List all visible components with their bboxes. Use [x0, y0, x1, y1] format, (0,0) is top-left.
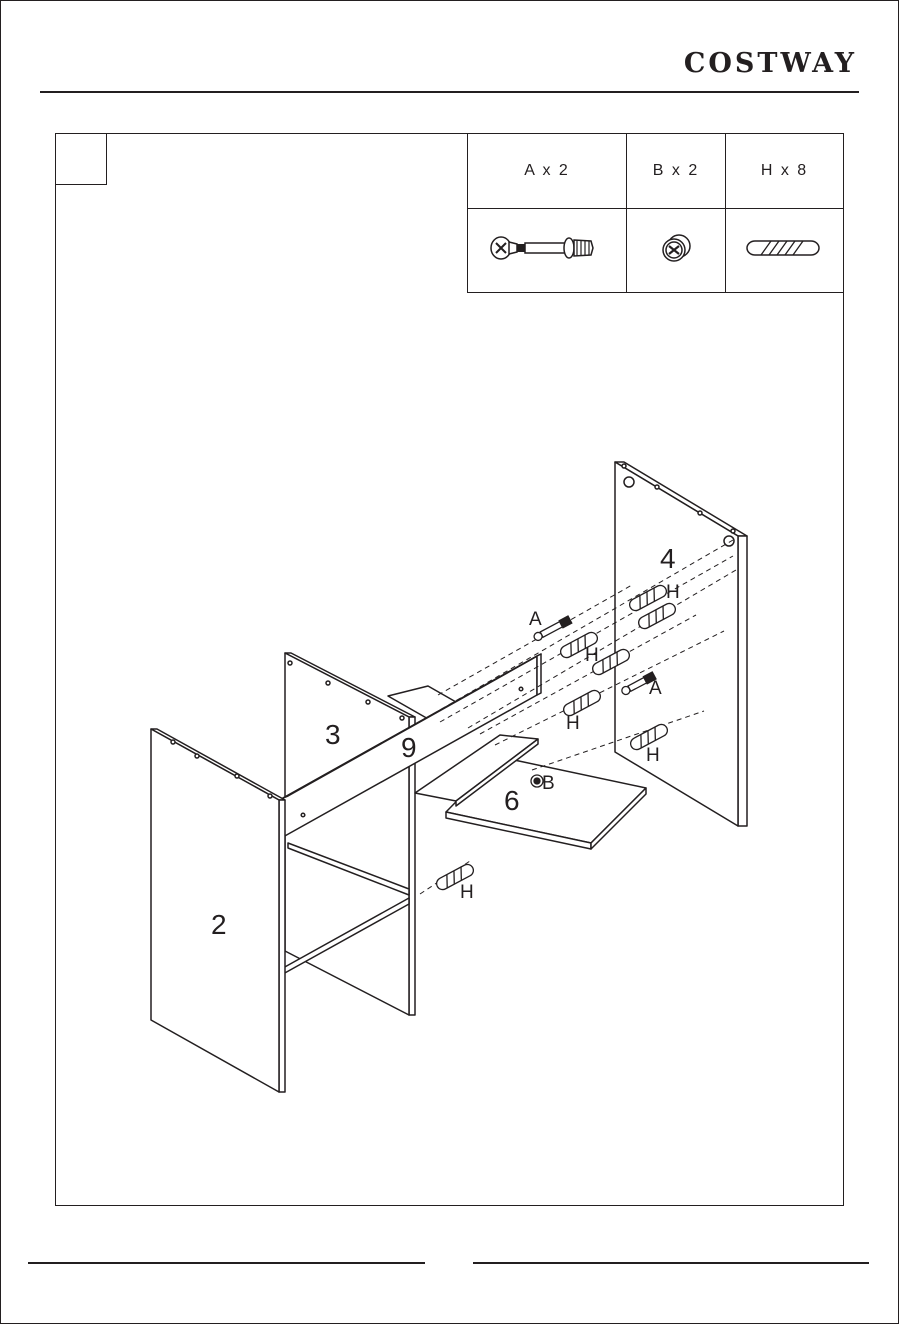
label-h-5: H — [460, 882, 474, 903]
footer-rule-left — [28, 1262, 425, 1264]
label-h-2: H — [585, 645, 599, 666]
label-panel-4: 4 — [660, 543, 676, 574]
label-h-4: H — [646, 745, 660, 766]
label-a-1: A — [529, 609, 542, 630]
label-panel-9: 9 — [401, 732, 417, 763]
label-h-1: H — [666, 582, 680, 603]
label-panel-2: 2 — [211, 909, 227, 940]
label-h-3: H — [566, 713, 580, 734]
label-b: B — [542, 773, 555, 794]
panel-4 — [615, 462, 747, 826]
label-a-2: A — [649, 678, 662, 699]
label-panel-6: 6 — [504, 785, 520, 816]
label-panel-3: 3 — [325, 719, 341, 750]
footer-rule-right — [473, 1262, 869, 1264]
